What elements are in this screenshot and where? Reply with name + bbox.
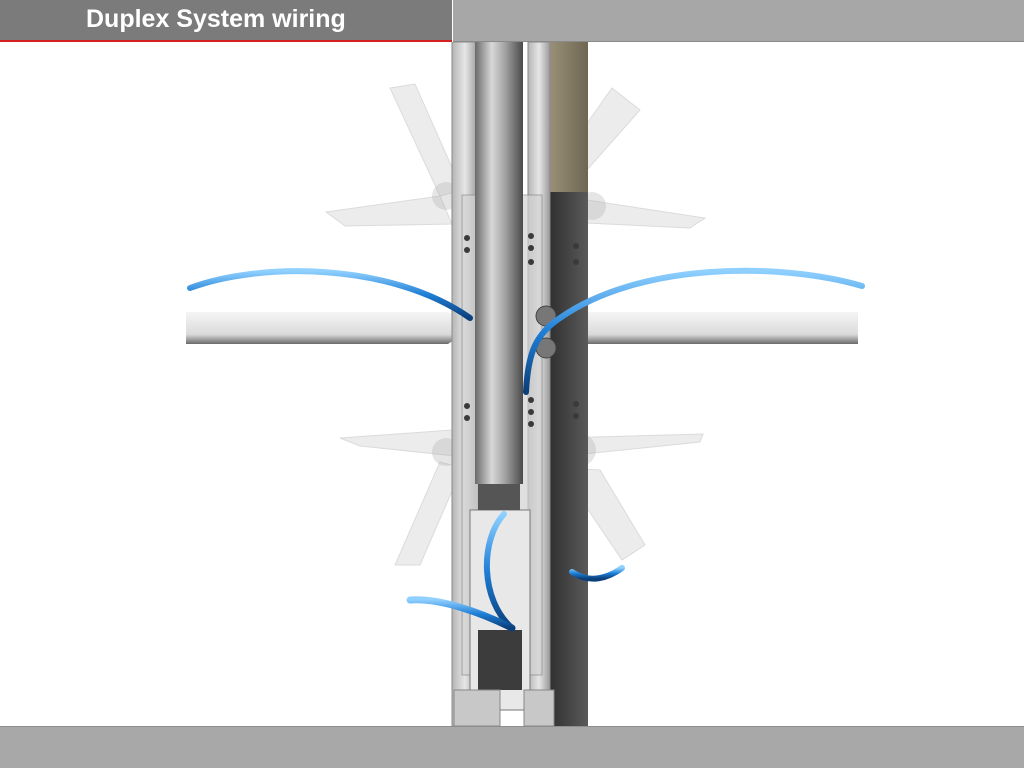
slide-title-bar: Duplex System wiring: [0, 0, 452, 42]
blue-wires: [187, 267, 865, 632]
main-rod: [475, 42, 523, 484]
wire-left-top: [187, 268, 473, 321]
slide-title: Duplex System wiring: [86, 5, 346, 33]
ghost-louver-blades: [324, 83, 707, 566]
lower-dark-block: [478, 630, 522, 690]
horizontal-blades: [186, 312, 858, 344]
wire-lower-right: [569, 565, 625, 582]
base-block-right: [523, 689, 555, 726]
footer-bar: [0, 726, 1024, 768]
wire-lower-inner: [484, 511, 515, 631]
rod-end-cap: [478, 484, 520, 510]
base-block-left: [453, 689, 501, 726]
duplex-wiring-illustration: [186, 42, 865, 726]
mounting-holes: [464, 233, 579, 427]
header-right-panel: [453, 0, 1024, 42]
wire-right-top: [523, 267, 865, 395]
wire-lower-left: [406, 596, 516, 632]
outer-wall-tan: [548, 42, 588, 192]
